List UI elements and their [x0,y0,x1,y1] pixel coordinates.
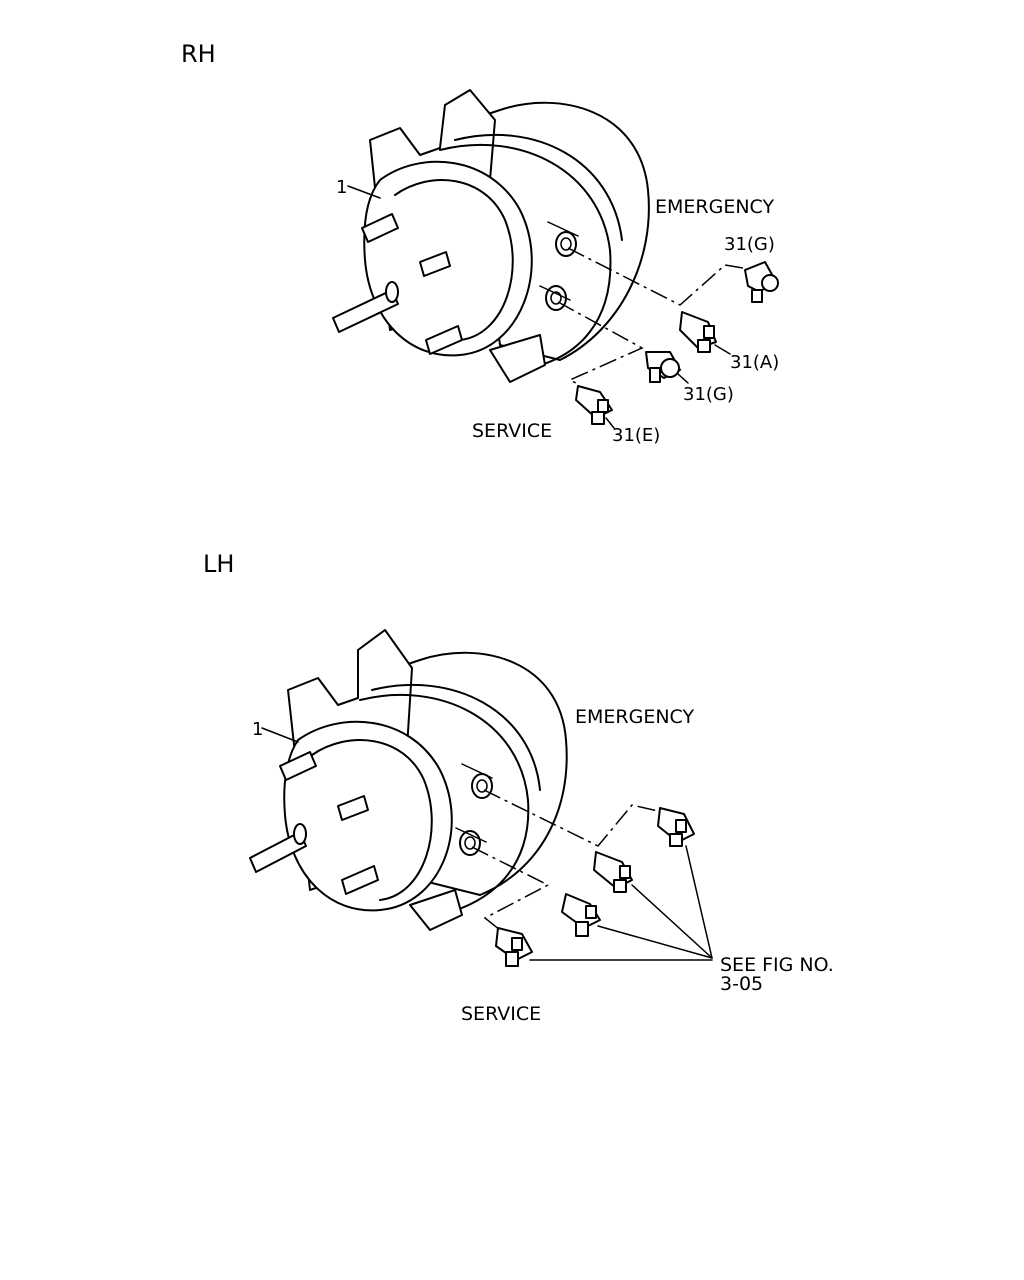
lh-view: LH 1 [203,550,834,1025]
lh-fitting-3 [561,893,601,937]
lh-title: LH [203,550,234,578]
rh-fitting-31g [645,351,681,383]
lh-service-label: SERVICE [461,1003,541,1025]
rh-31g-label: 31(G) [683,384,734,405]
rh-fitting-31g-top [744,261,779,303]
lh-see-fig-line2: 3-05 [720,973,763,995]
lh-item-1-label: 1 [252,719,263,740]
rh-title: RH [181,40,216,68]
lh-emergency-label: EMERGENCY [575,706,694,728]
lh-brake-chamber [249,629,568,931]
lh-see-fig-line1: SEE FIG NO. [720,954,834,976]
rh-31g-top-label: 31(G) [724,234,775,255]
rh-brake-chamber [332,89,650,383]
rh-31e-label: 31(E) [612,425,660,446]
rh-fitting-31e [575,385,613,425]
rh-fitting-31a [679,311,717,353]
lh-fitting-2 [593,851,633,893]
lh-fitting-4 [495,927,533,967]
rh-item-1-label: 1 [336,177,347,198]
rh-view: RH [181,40,779,446]
rh-service-label: SERVICE [472,420,552,442]
rh-31a-label: 31(A) [730,352,779,373]
rh-emergency-label: EMERGENCY [655,196,774,218]
lh-fitting-1 [657,807,695,847]
